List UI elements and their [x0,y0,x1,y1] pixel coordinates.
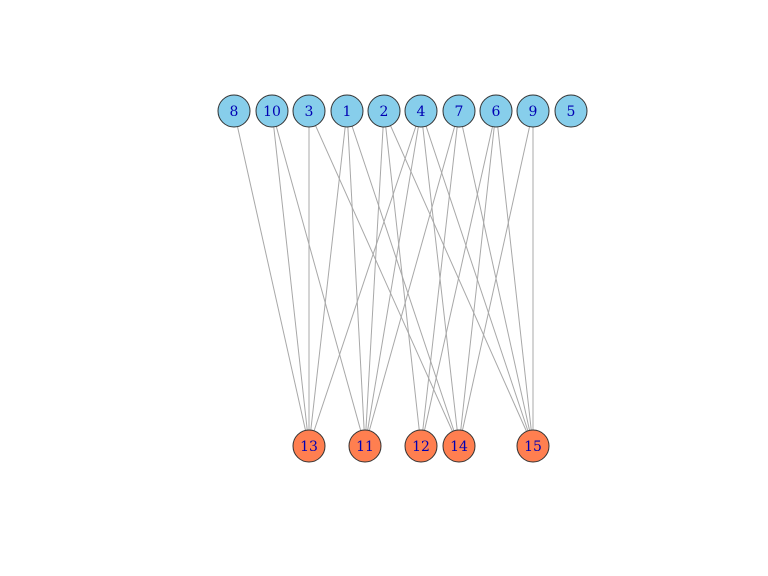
node-circle [442,94,476,128]
node-15: 15 [516,429,550,463]
node-7: 7 [442,94,476,128]
edge-6-15 [495,110,534,447]
node-circle [516,94,550,128]
node-circle [404,94,438,128]
node-11: 11 [348,429,382,463]
edge-3-14 [308,110,460,447]
edge-6-12 [420,110,497,447]
node-label: 9 [529,104,538,120]
node-circle [217,94,251,128]
node-2: 2 [367,94,401,128]
node-label: 5 [567,104,576,120]
edge-2-12 [383,110,422,447]
node-circle [479,94,513,128]
edge-10-13 [271,110,310,447]
node-label: 1 [343,104,352,120]
edge-4-11 [364,110,422,447]
node-circle [367,94,401,128]
node-circle [516,429,550,463]
edge-10-11 [271,110,366,447]
node-label: 2 [380,104,389,120]
node-label: 3 [305,104,314,120]
node-circle [255,94,289,128]
node-4: 4 [404,94,438,128]
edge-layer [233,110,534,447]
node-13: 13 [292,429,326,463]
node-12: 12 [404,429,438,463]
node-8: 8 [217,94,251,128]
edge-7-12 [420,110,460,447]
edge-1-11 [346,110,366,447]
node-circle [292,94,326,128]
node-label: 14 [450,439,468,455]
node-label: 13 [300,439,318,455]
node-circle [442,429,476,463]
node-3: 3 [292,94,326,128]
node-5: 5 [554,94,588,128]
node-label: 7 [455,104,464,120]
node-9: 9 [516,94,550,128]
edge-8-13 [233,110,310,447]
node-circle [554,94,588,128]
node-label: 8 [230,104,239,120]
edge-6-14 [458,110,497,447]
node-label: 12 [412,439,430,455]
edge-7-11 [364,110,460,447]
node-label: 4 [417,104,426,120]
node-6: 6 [479,94,513,128]
edge-1-13 [308,110,348,447]
node-label: 10 [263,104,281,120]
edge-9-14 [458,110,534,447]
node-1: 1 [330,94,364,128]
node-label: 6 [492,104,501,120]
node-circle [292,429,326,463]
node-label: 11 [356,439,374,455]
node-circle [348,429,382,463]
node-circle [404,429,438,463]
node-label: 15 [524,439,542,455]
edge-2-11 [364,110,385,447]
edge-4-13 [308,110,422,447]
node-14: 14 [442,429,476,463]
node-10: 10 [255,94,289,128]
node-circle [330,94,364,128]
